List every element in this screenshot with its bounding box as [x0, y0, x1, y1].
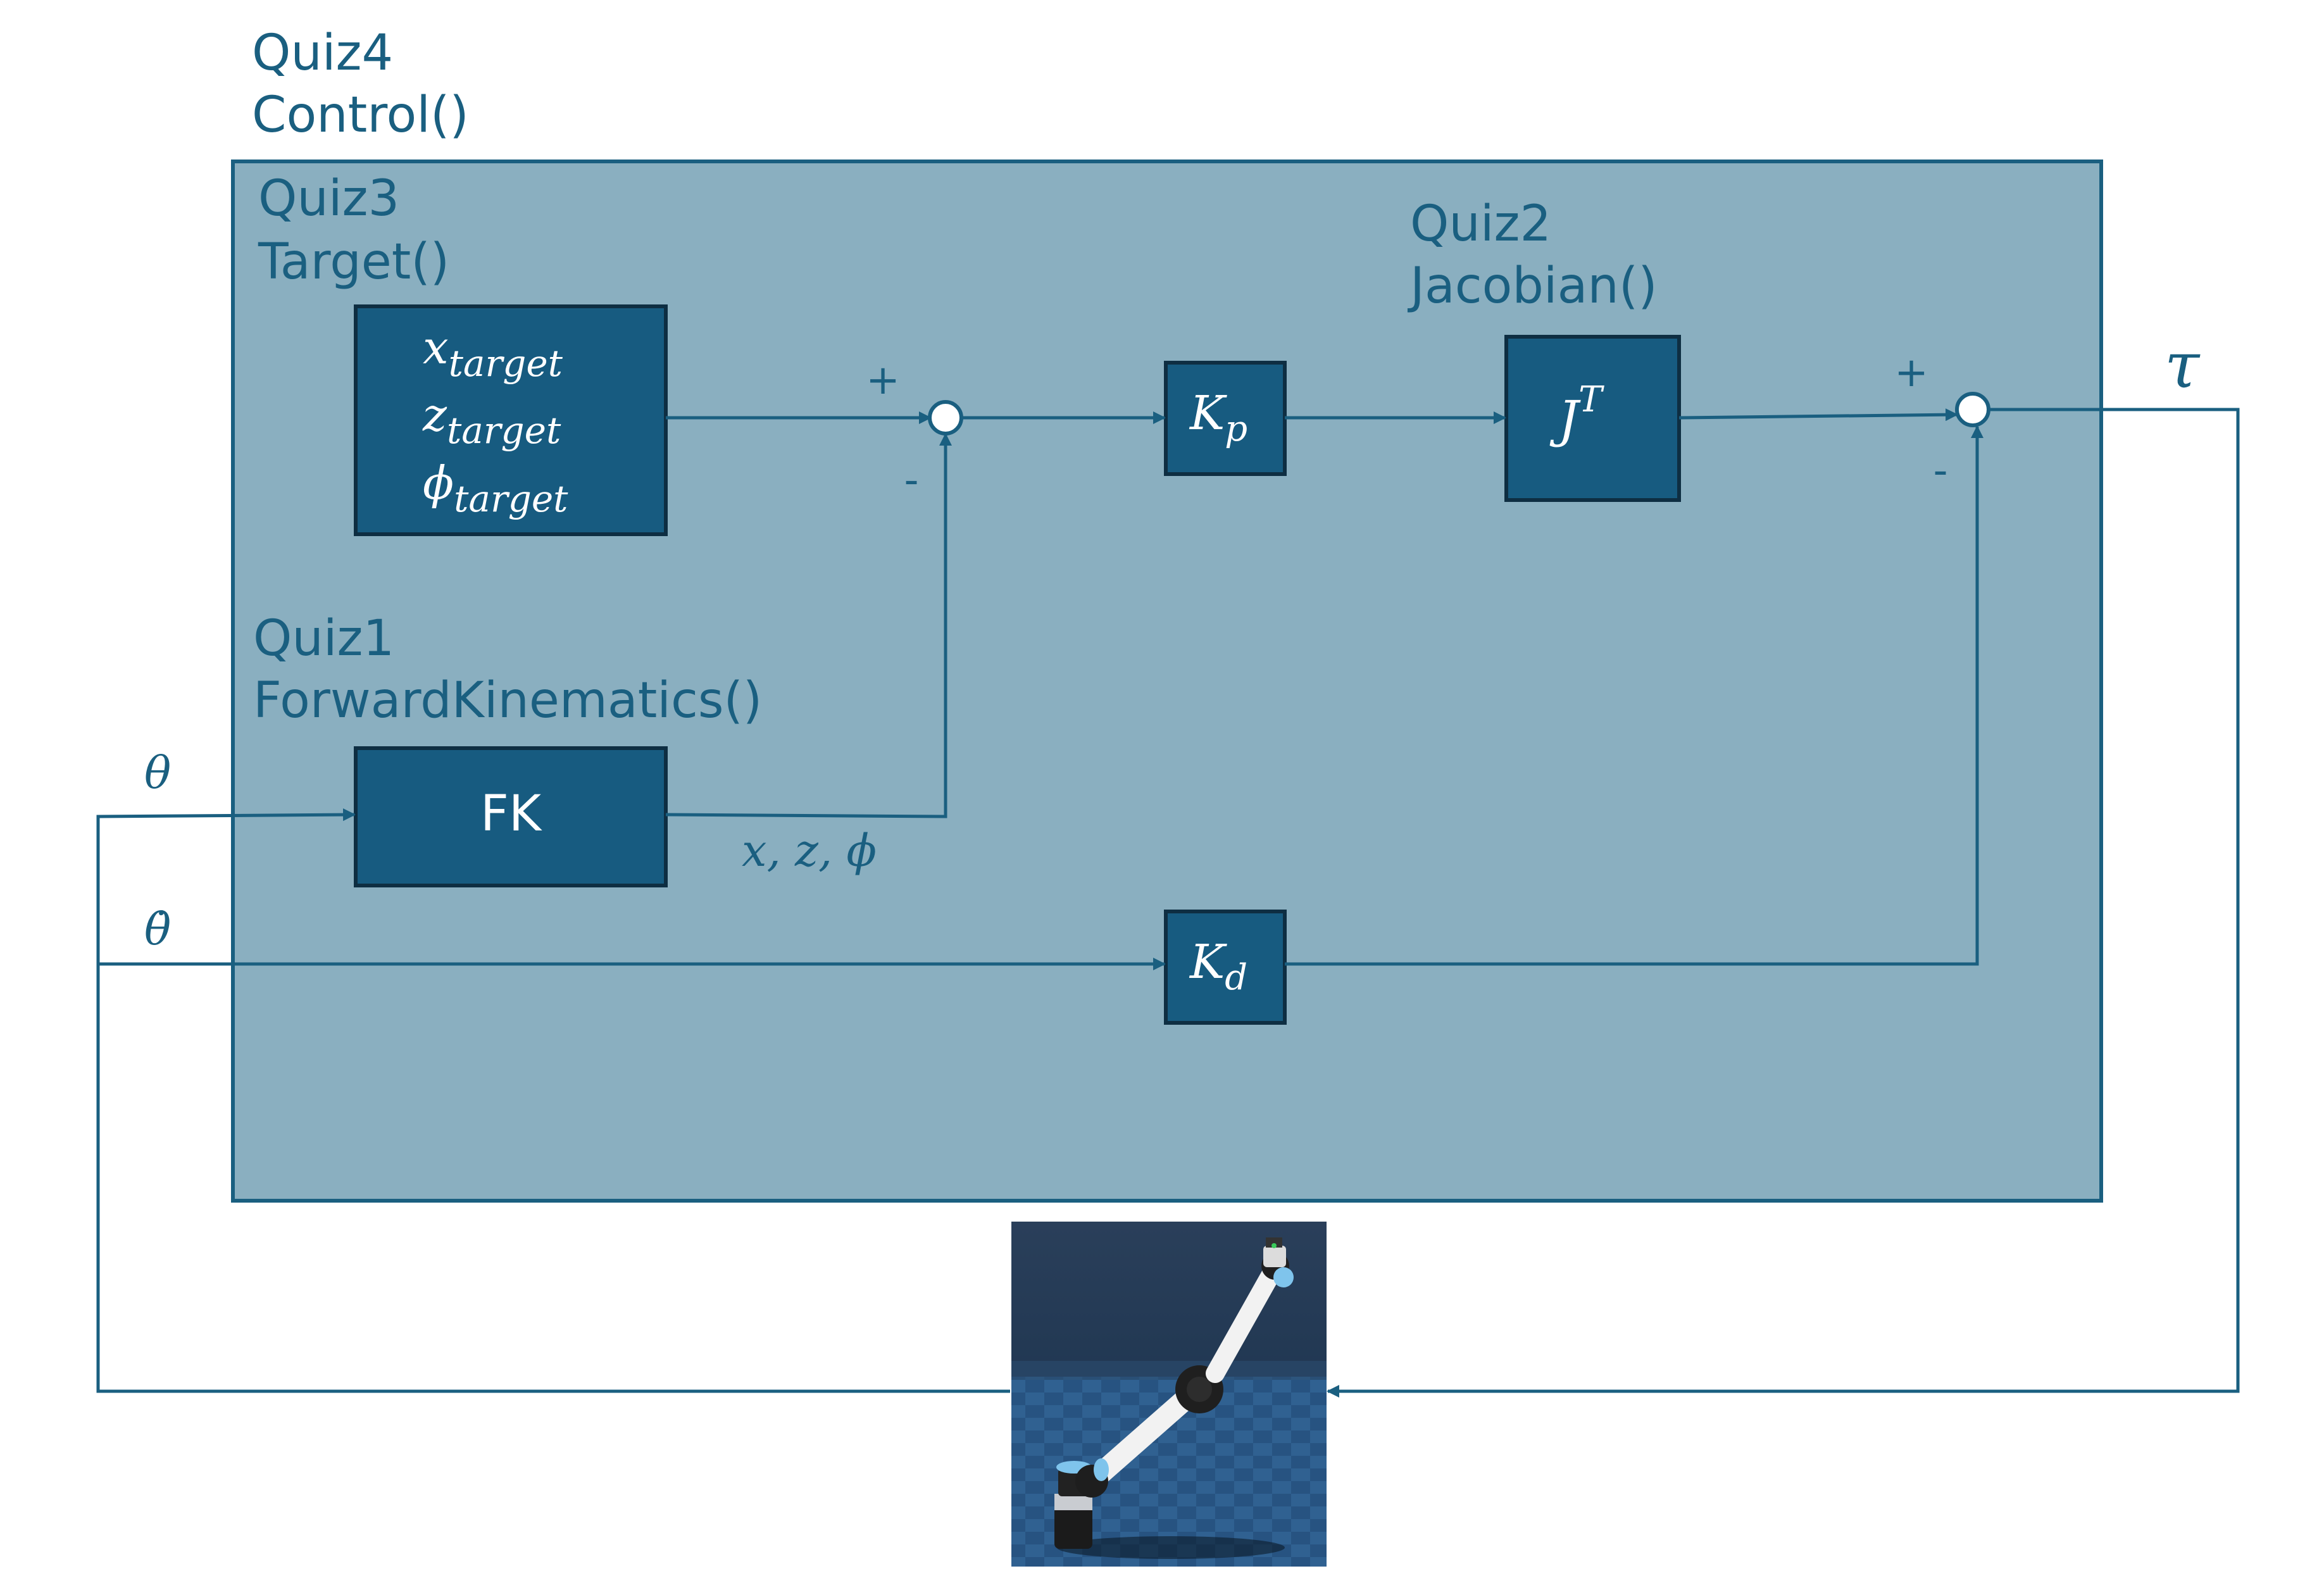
quiz2-label: Quiz2	[1410, 196, 1551, 253]
wire-fk-to-sum1	[665, 433, 952, 818]
theta-dot-label: θ̇	[144, 903, 171, 955]
kd-block	[1164, 910, 1287, 1025]
fk-block-label: FK	[480, 786, 542, 842]
robot-sim-image	[1011, 1222, 1327, 1567]
wire-theta-feedback	[96, 808, 1010, 1393]
kp-block	[1164, 361, 1287, 476]
phi-target-label: ϕtarget	[423, 456, 568, 520]
jt-block	[1504, 335, 1681, 502]
sum1-plus: +	[866, 357, 900, 404]
sum2-plus: +	[1894, 349, 1928, 396]
quiz1-label: Quiz1	[253, 610, 394, 667]
kd-label: Kd	[1189, 935, 1247, 998]
tau-label: τ	[2165, 329, 2201, 403]
control-func-label: Control()	[252, 87, 469, 144]
quiz4-label: Quiz4	[252, 25, 393, 82]
z-target-label: ztarget	[422, 388, 561, 452]
summing-junction-2	[1955, 392, 1990, 427]
target-block	[354, 304, 668, 536]
kp-label: Kp	[1189, 386, 1247, 449]
summing-junction-1	[928, 400, 963, 435]
sum2-minus: -	[1933, 448, 1947, 494]
robot-arm-icon	[1054, 1237, 1294, 1559]
fk-func-label: ForwardKinematics()	[253, 672, 762, 729]
fk-output-label: x, z, ϕ	[742, 825, 877, 877]
fk-block	[354, 746, 668, 887]
target-func-label: Target()	[258, 234, 449, 291]
wire-kd-to-sum2	[1285, 425, 1984, 966]
wire-jt-to-sum2	[1678, 408, 1958, 422]
quiz3-label: Quiz3	[258, 170, 399, 227]
sum1-minus: -	[904, 457, 918, 504]
wire-sum2-to-robot	[1327, 408, 2240, 1398]
jacobian-func-label: Jacobian()	[1407, 258, 1658, 315]
x-target-label: xtarget	[423, 321, 563, 385]
theta-label: θ	[144, 747, 171, 799]
